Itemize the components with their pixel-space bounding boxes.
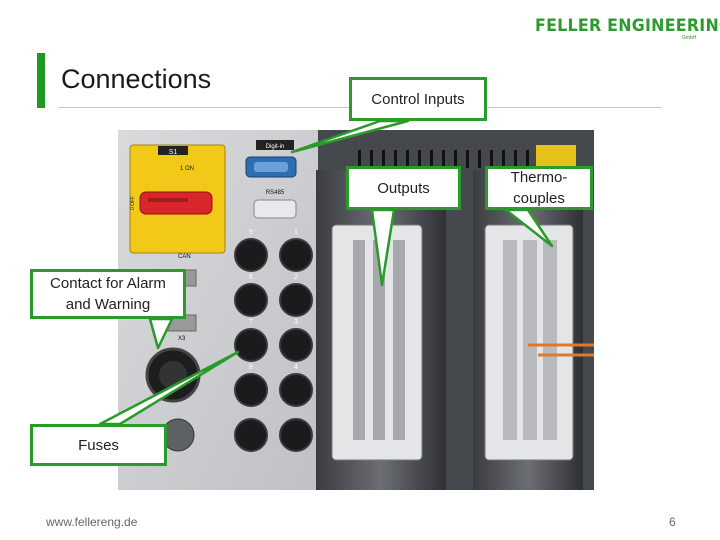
callout-thermocouples: Thermo- couples [485,166,593,210]
fuse-number: 3 [294,319,298,326]
footer-url: www.fellereng.de [46,515,138,529]
callout-thermocouples-line2: couples [513,190,565,207]
callout-control-inputs-text: Control Inputs [371,90,465,108]
fuse-number: 6 [249,274,253,281]
fuse-number: 1 [294,229,298,236]
callout-alarm-contact: Contact for Alarm and Warning [30,269,186,319]
fuse-number: 2 [294,274,298,281]
logo-subtext: GmbH [682,35,697,41]
callout-outputs: Outputs [346,166,461,210]
callout-alarm-line2: and Warning [65,296,151,313]
can-label: CAN [178,254,191,260]
fuse-holders [234,238,313,452]
slide-title: Connections [61,64,212,94]
callout-control-inputs: Control Inputs [349,77,487,121]
callout-outputs-text: Outputs [377,179,430,197]
title-accent-bar [37,53,45,108]
rs485-label: RS485 [266,190,285,196]
fuse-number: 4 [294,364,298,371]
callout-thermocouples-line1: Thermo- [510,169,568,186]
switch-on-label: 1 ON [180,166,194,172]
switch-label-s1: S1 [169,149,178,156]
callout-fuses: Fuses [30,424,167,466]
fuse-number: 8 [249,364,253,371]
company-logo: FELLER ENGINEERING [535,16,720,36]
switch-off-label: 0 OFF [130,196,136,210]
callout-alarm-line1: Contact for Alarm [50,275,166,292]
callout-fuses-text: Fuses [78,436,119,454]
page-number: 6 [669,515,676,529]
digit-in-label: Digit-in [266,144,285,150]
rs485-connector [253,199,297,219]
fuse-number: 5 [249,229,253,236]
fuse-number: 7 [249,319,253,326]
switch-handle [139,191,213,215]
x3-label: X3 [178,336,186,342]
